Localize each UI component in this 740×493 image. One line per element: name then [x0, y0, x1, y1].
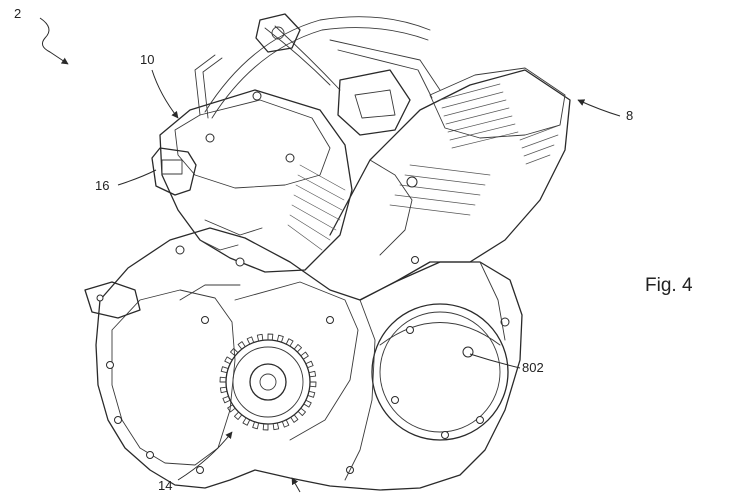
clutch-cover — [371, 303, 509, 441]
sprocket-tooth — [290, 414, 299, 423]
sprocket-tooth — [219, 386, 228, 394]
rear-head-cover — [429, 67, 566, 139]
reference-14: 14 — [158, 431, 233, 493]
sprocket-tooth — [252, 421, 260, 430]
reference-16: 16 — [95, 169, 157, 193]
sprocket-tooth — [293, 344, 303, 353]
sprocket-tooth — [246, 336, 255, 345]
reference-8: 8 — [577, 99, 633, 123]
sprocket-tooth — [276, 334, 284, 343]
sprocket-tooth — [256, 333, 264, 342]
sprocket-tooth — [237, 341, 246, 350]
detail-lines — [179, 159, 506, 481]
sprocket-tooth — [308, 370, 317, 378]
sprocket-tooth — [267, 333, 274, 341]
sprocket-tooth — [227, 404, 236, 413]
sprocket-tooth — [272, 422, 280, 431]
sprocket-tooth — [281, 419, 290, 428]
front-mount-bracket — [84, 281, 141, 319]
sprocket-tooth — [233, 411, 243, 420]
top-wiring — [194, 13, 441, 136]
sprocket-tooth — [230, 347, 239, 357]
ref-label-8: 8 — [626, 108, 633, 123]
rear-cylinder — [329, 69, 571, 301]
front-head-cover — [174, 99, 331, 189]
figure-caption: Fig. 4 — [645, 275, 693, 296]
ref-label-14: 14 — [158, 478, 172, 493]
sprocket-tooth — [305, 360, 314, 369]
sprocket-tooth — [285, 338, 294, 347]
sprocket-tooth — [219, 376, 227, 383]
sprocket-tooth — [262, 423, 269, 431]
component-16-box — [151, 147, 197, 196]
front-cylinder-fins — [287, 164, 346, 251]
ref-label-10: 10 — [140, 52, 154, 67]
ref-label-2: 2 — [14, 6, 21, 21]
sprocket-tooth — [300, 351, 309, 360]
sprocket-tooth — [224, 356, 233, 365]
crankcase-outline — [95, 227, 523, 491]
sprocket-tooth — [222, 395, 231, 404]
ref-label-16: 16 — [95, 178, 109, 193]
bolts — [96, 91, 510, 474]
sprocket-tooth — [309, 381, 317, 388]
reference-2: 2 — [14, 6, 69, 65]
reference-802: 802 — [469, 353, 544, 375]
drive-sprocket — [219, 333, 317, 431]
sprocket-tooth — [303, 399, 312, 408]
reference-10: 10 — [140, 52, 179, 119]
engine-drawing — [84, 13, 571, 491]
sprocket-tooth — [220, 366, 229, 374]
sprocket-tooth — [242, 417, 251, 426]
left-cover — [111, 289, 236, 466]
sprocket-tooth — [307, 390, 316, 398]
ref-label-802: 802 — [522, 360, 544, 375]
front-cylinder — [159, 89, 353, 273]
rear-cylinder-fins — [389, 83, 561, 216]
sprocket-tooth — [297, 407, 306, 417]
